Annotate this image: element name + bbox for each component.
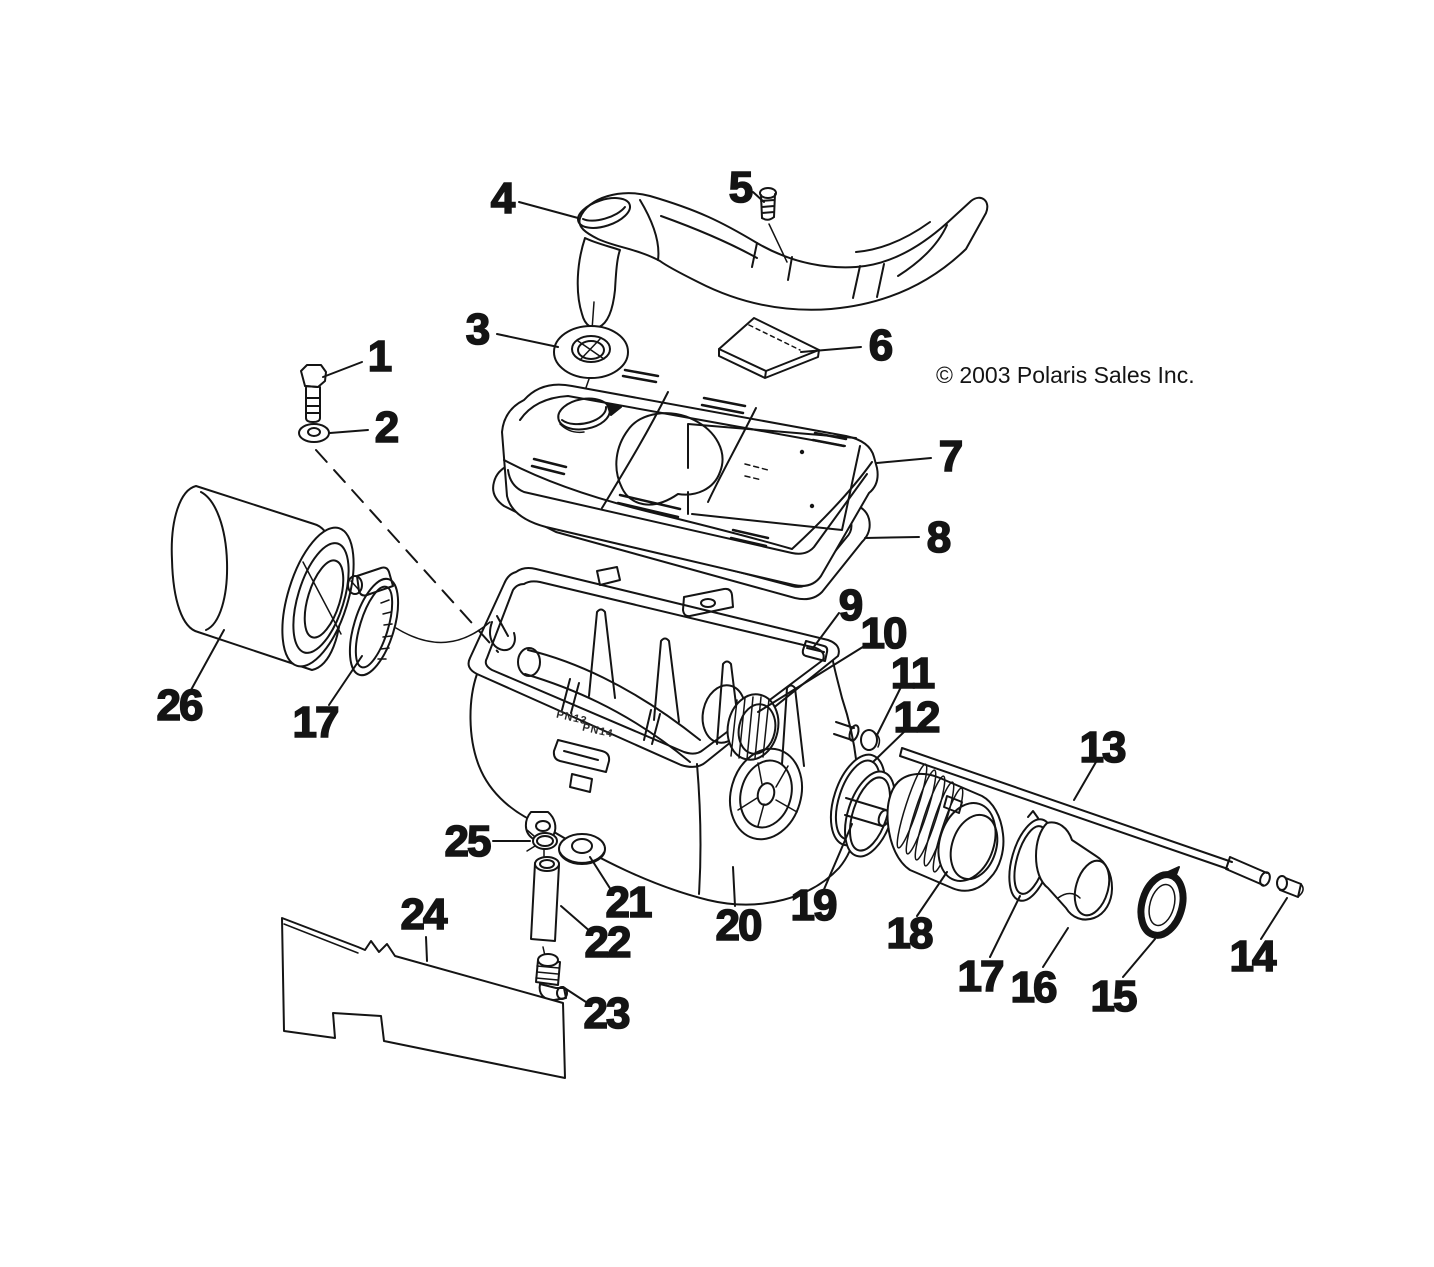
leader-line-3 [496, 333, 559, 348]
part-screw [759, 187, 788, 263]
part-airbox-body [467, 566, 860, 906]
part-cap-fitting [860, 729, 881, 751]
part-breather-tube [899, 747, 1271, 887]
leader-line-9 [812, 612, 840, 649]
callout-21: 21 [605, 878, 654, 927]
part-foam-pad [281, 917, 566, 1079]
part-clamp-right [1137, 866, 1187, 939]
part-filter-element [170, 485, 355, 671]
callout-7: 7 [938, 432, 964, 481]
callout-24: 24 [400, 890, 449, 939]
leader-line-10 [757, 644, 867, 713]
callout-17r: 17 [957, 952, 1006, 1001]
part-drain-grommet [558, 833, 606, 865]
callout-20: 20 [715, 901, 764, 950]
leader-line-18 [916, 871, 948, 917]
part-pad [718, 317, 820, 379]
callout-leader-lines [190, 191, 1288, 1005]
callout-25: 25 [444, 817, 493, 866]
callout-19: 19 [790, 881, 839, 930]
leader-line-24 [425, 936, 428, 962]
leader-line-15 [1122, 938, 1156, 978]
callout-13: 13 [1079, 723, 1128, 772]
part-bolt [300, 364, 327, 423]
leader-line-19 [821, 823, 853, 895]
callout-11: 11 [890, 649, 936, 698]
leader-line-12 [872, 729, 907, 763]
leader-line-22 [560, 905, 593, 934]
callout-22: 22 [584, 918, 633, 967]
part-clamp-left [347, 566, 491, 677]
copyright-notice: © 2003 Polaris Sales Inc. [936, 362, 1195, 388]
leader-line-2 [329, 429, 369, 434]
callout-23: 23 [583, 989, 632, 1038]
leader-line-5 [752, 191, 765, 203]
leader-line-4 [518, 201, 579, 219]
callout-10: 10 [860, 609, 909, 658]
leader-line-26 [190, 629, 225, 691]
part-grommet [553, 325, 629, 403]
leader-line-17l [328, 655, 363, 706]
callout-1: 1 [367, 332, 393, 381]
callout-8: 8 [926, 513, 952, 562]
callout-2: 2 [374, 403, 400, 452]
callout-26: 26 [156, 681, 205, 730]
part-rubber-boot [1035, 821, 1113, 921]
callout-4: 4 [490, 174, 516, 223]
callout-3: 3 [465, 305, 491, 354]
part-intake-boot-assembly [886, 763, 1005, 892]
leader-line-16 [1042, 927, 1069, 968]
part-cap-nut [1276, 875, 1304, 898]
leader-line-13 [1073, 761, 1097, 801]
leader-line-7 [876, 457, 932, 464]
callout-5: 5 [728, 163, 754, 212]
part-drain-valve [535, 953, 568, 1001]
callout-12: 12 [893, 693, 942, 742]
leader-line-1 [322, 361, 363, 378]
leader-line-6 [800, 346, 862, 353]
callout-6: 6 [868, 321, 894, 370]
part-drain-clamp [526, 829, 558, 857]
callout-9: 9 [838, 581, 864, 630]
callout-14: 14 [1229, 932, 1278, 981]
part-cover [501, 368, 879, 587]
leader-line-17r [989, 895, 1021, 958]
leader-line-8 [864, 536, 920, 539]
callout-16: 16 [1010, 963, 1059, 1012]
part-drain-tube [530, 856, 560, 957]
part-intake-duct [576, 192, 989, 331]
leader-line-23 [562, 986, 590, 1005]
leader-line-14 [1260, 897, 1288, 940]
callout-15: 15 [1090, 972, 1139, 1021]
callout-18: 18 [886, 909, 935, 958]
leader-line-21 [589, 856, 614, 894]
leader-line-11 [876, 686, 902, 736]
leader-line-20 [732, 866, 736, 907]
callout-17l: 17 [292, 698, 341, 747]
